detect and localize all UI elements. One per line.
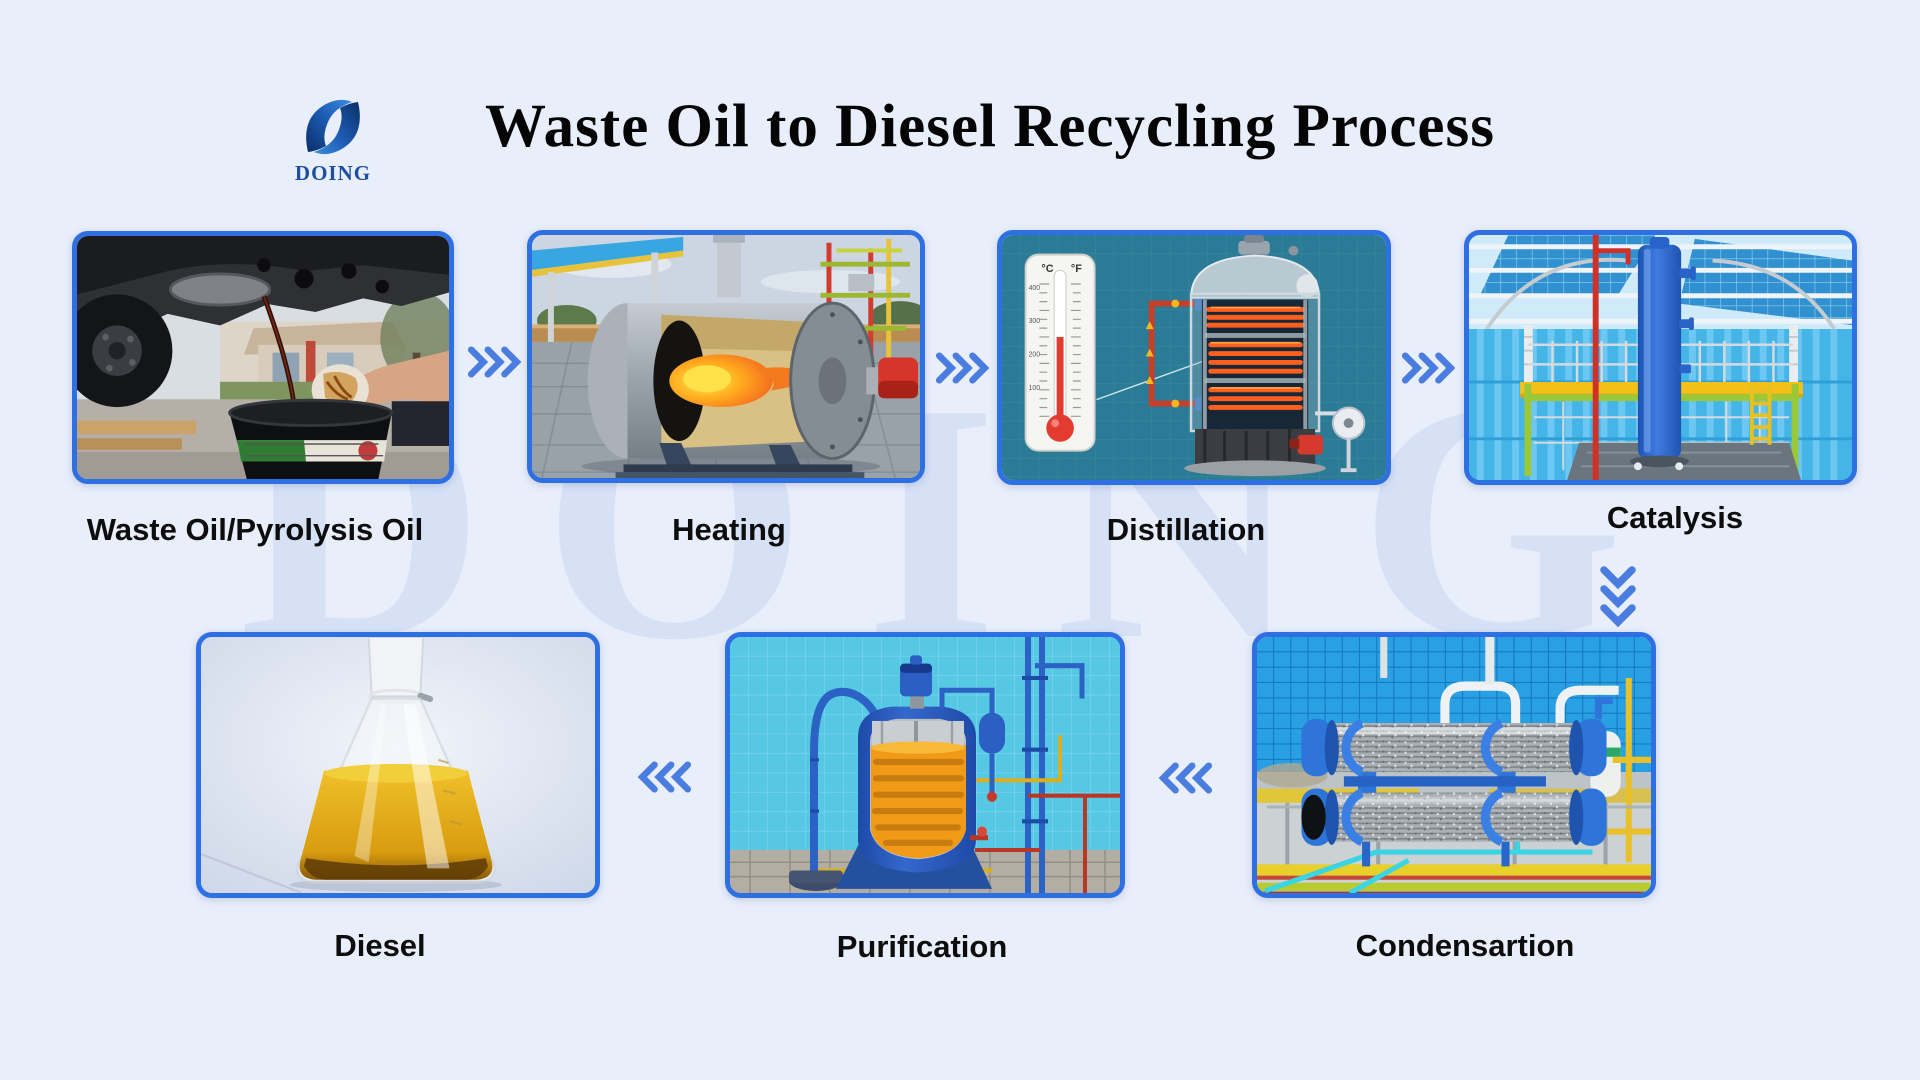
stage-label-diesel: Diesel: [334, 928, 426, 963]
doing-swirl-icon: [306, 99, 360, 155]
header: DOING Waste Oil to Diesel Recycling Proc…: [0, 0, 1920, 190]
stage-label-condensartion: Condensartion: [1355, 928, 1575, 963]
stage-label-purification: Purification: [836, 929, 1008, 964]
scale-300: 300: [1029, 318, 1041, 325]
celsius-label: °C: [1041, 263, 1053, 275]
page-title: Waste Oil to Diesel Recycling Process: [485, 93, 1495, 160]
condensartion-image: [1257, 637, 1651, 893]
stage-label-catalysis: Catalysis: [1606, 500, 1744, 535]
distillation-image: °C °F 400 300 200 100: [1002, 235, 1386, 480]
fahrenheit-label: °F: [1071, 263, 1082, 275]
stage-label-distillation: Distillation: [1106, 512, 1266, 547]
stage-card-condensartion: [1252, 632, 1656, 898]
stage-card-catalysis: [1464, 230, 1857, 485]
stage-label-heating: Heating: [672, 512, 786, 547]
chevrons-right-icon: [467, 346, 522, 378]
stage-card-distillation: °C °F 400 300 200 100: [997, 230, 1391, 485]
chevrons-down-icon: [1600, 566, 1636, 628]
stage-label-waste-oil: Waste Oil/Pyrolysis Oil: [86, 512, 424, 547]
chevrons-right-icon: [935, 352, 990, 384]
stage-card-diesel: [196, 632, 600, 898]
catalysis-image: [1469, 235, 1852, 480]
scale-200: 200: [1029, 352, 1041, 359]
scale-400: 400: [1029, 285, 1041, 292]
doing-logo: DOING: [283, 96, 383, 186]
heating-image: [532, 235, 920, 478]
stage-card-waste-oil: [72, 231, 454, 484]
stage-card-purification: [725, 632, 1125, 898]
waste-oil-image: [77, 236, 449, 479]
stage-card-heating: [527, 230, 925, 483]
diesel-image: [201, 637, 595, 893]
chevrons-left-icon: [637, 761, 692, 793]
chevrons-right-icon: [1401, 352, 1456, 384]
purification-image: [730, 637, 1120, 893]
chevrons-left-icon: [1158, 762, 1213, 794]
scale-100: 100: [1029, 385, 1041, 392]
logo-wordmark: DOING: [294, 161, 372, 185]
